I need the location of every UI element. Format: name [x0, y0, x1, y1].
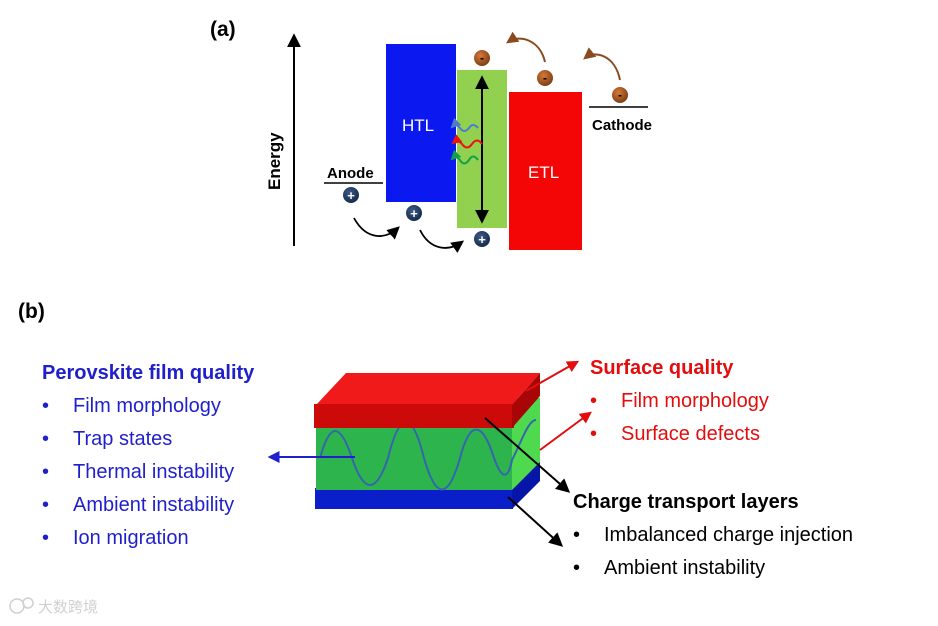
surface-bullet-2: •: [590, 423, 597, 445]
electron-perovskite: -: [474, 50, 490, 66]
electron-etl: -: [537, 70, 553, 86]
panel-b-label: (b): [18, 300, 45, 323]
hole-anode: +: [343, 187, 359, 203]
stack-bottom-side: [512, 460, 540, 509]
watermark-text: 大数跨境: [38, 598, 98, 616]
perovskite-item-3: Thermal instability: [73, 461, 234, 483]
watermark: 大数跨境: [9, 597, 98, 616]
perovskite-item-2: Trap states: [73, 428, 172, 450]
perovskite-bullet-1: •: [42, 395, 49, 417]
stack-top-front: [314, 404, 514, 428]
emission-wave-red: [451, 134, 483, 149]
transport-bullet-2: •: [573, 557, 580, 579]
perovskite-bullet-3: •: [42, 461, 49, 483]
emission-wave-green: [450, 149, 479, 165]
surface-item-1: Film morphology: [621, 390, 769, 412]
transport-item-1: Imbalanced charge injection: [604, 524, 853, 546]
energy-axis-label: Energy: [265, 132, 284, 190]
perovskite-bullet-4: •: [42, 494, 49, 516]
stack-middle-wave: [319, 419, 537, 491]
surface-quality-title: Surface quality: [590, 357, 734, 379]
etl-label: ETL: [528, 163, 559, 182]
perovskite-bullet-5: •: [42, 527, 49, 549]
perovskite-item-1: Film morphology: [73, 395, 221, 417]
hole-transfer-arrow-2: [419, 229, 465, 253]
electron-transfer-arrow-1: [583, 47, 621, 81]
anode-label: Anode: [327, 165, 374, 182]
transport-arrow-bottom: [507, 496, 564, 547]
perovskite-item-5: Ion migration: [73, 527, 189, 549]
perovskite-item-4: Ambient instability: [73, 494, 234, 516]
transport-arrow-top: [484, 417, 571, 493]
surface-quality-list: Surface quality • Film morphology • Surf…: [590, 357, 769, 445]
stack-bottom-front: [315, 488, 513, 509]
perovskite-quality-title: Perovskite film quality: [42, 362, 255, 384]
panel-a-label: (a): [210, 18, 236, 41]
electron-cathode: -: [612, 87, 628, 103]
svg-text:+: +: [478, 232, 486, 247]
cathode-label: Cathode: [592, 117, 652, 134]
surface-arrow-top: [525, 360, 580, 392]
hole-htl: +: [406, 205, 422, 221]
watermark-logo-icon: [9, 598, 25, 614]
svg-text:-: -: [543, 71, 547, 85]
svg-text:+: +: [410, 206, 418, 221]
surface-arrow-defects: [539, 411, 592, 451]
transport-layers-list: Charge transport layers • Imbalanced cha…: [573, 491, 853, 579]
hole-perovskite: +: [474, 231, 490, 247]
etl-block: [509, 92, 582, 250]
hole-transfer-arrow-1: [353, 217, 400, 240]
svg-text:+: +: [347, 188, 355, 203]
htl-block: [386, 44, 456, 202]
surface-item-2: Surface defects: [621, 423, 760, 445]
transport-layers-title: Charge transport layers: [573, 491, 799, 513]
transport-bullet-1: •: [573, 524, 580, 546]
stack-top-top-face: [316, 373, 540, 405]
perovskite-quality-list: Perovskite film quality • Film morpholog…: [42, 362, 255, 549]
surface-bullet-1: •: [590, 390, 597, 412]
svg-text:-: -: [480, 51, 484, 65]
svg-text:-: -: [618, 88, 622, 102]
htl-label: HTL: [402, 116, 434, 135]
emission-wave-blue: [450, 117, 479, 132]
transport-item-2: Ambient instability: [604, 557, 765, 579]
perovskite-bullet-2: •: [42, 428, 49, 450]
electron-transfer-arrow-2: [506, 31, 546, 63]
device-stack: [314, 373, 540, 509]
